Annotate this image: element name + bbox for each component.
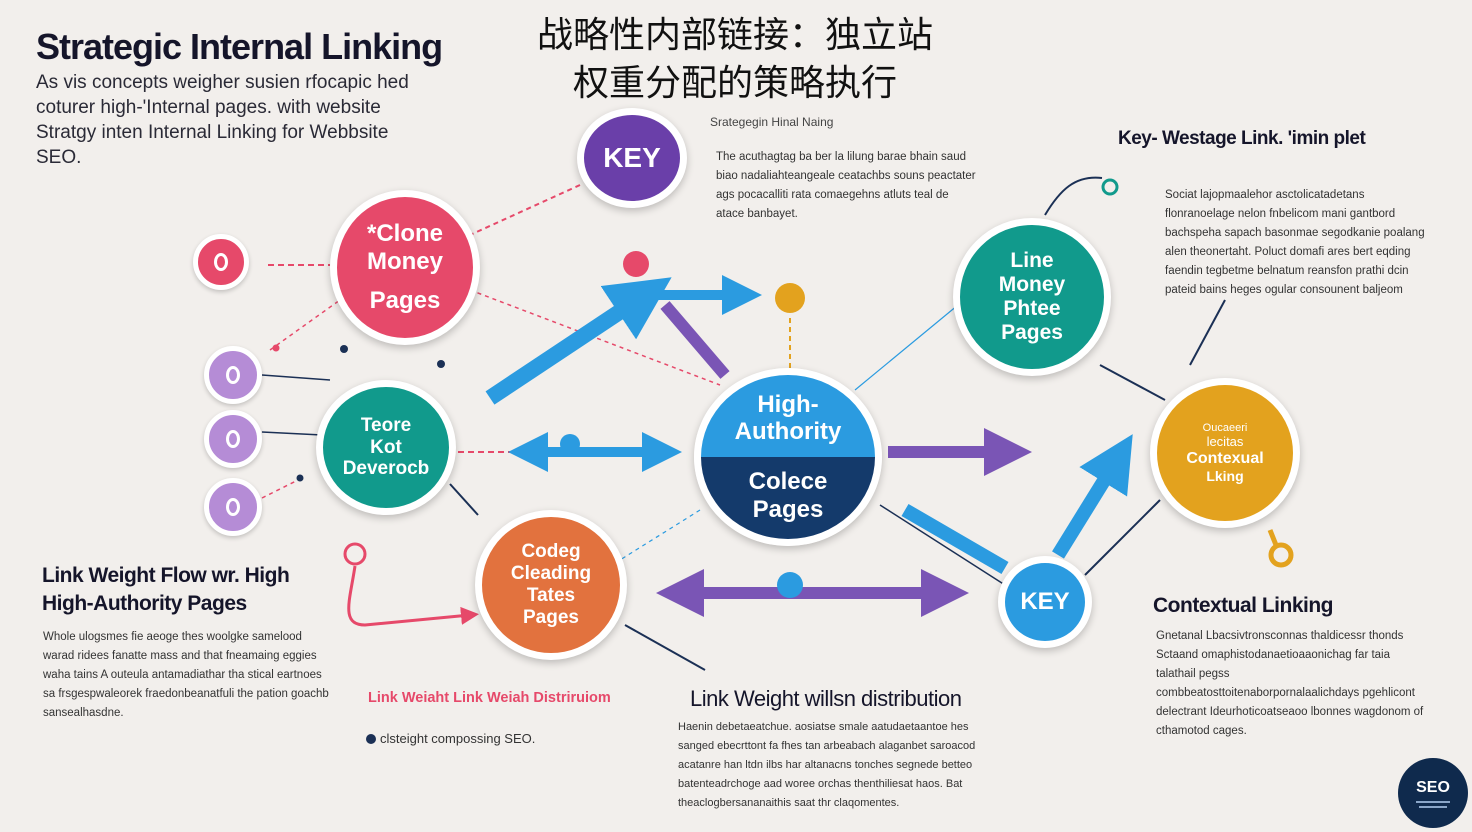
key-right-heading: Key- Westage Link. 'imin plet	[1118, 128, 1366, 149]
node-teal-right-line3: Phtee	[1003, 297, 1061, 320]
pink-ring-node	[343, 542, 367, 566]
key-bottom-label: KEY	[1020, 588, 1070, 615]
gold-ring-node	[1268, 542, 1294, 568]
connector-hub-tealright	[854, 304, 959, 391]
blue-drop-node	[777, 572, 803, 598]
lavender-circle-1	[204, 346, 262, 404]
node-teal-left-line3: Deverocb	[342, 458, 430, 480]
ring-icon	[214, 253, 228, 271]
arrow-blue-up-right	[1052, 434, 1133, 559]
connector-teal-curve	[1044, 176, 1103, 216]
seo-badge-label: SEO	[1416, 778, 1450, 796]
flow-heading: Link Weight Flow wr. High High-Authority…	[42, 562, 290, 618]
ring-icon	[226, 498, 240, 516]
seo-badge-line	[1416, 800, 1450, 803]
page-title: Strategic Internal Linking	[36, 26, 443, 67]
node-teal-right-line2: Money	[998, 272, 1066, 296]
node-orange-line3: Tates	[526, 585, 576, 606]
connector-lav2	[261, 431, 323, 436]
ring-icon	[226, 430, 240, 448]
node-ctx-line1: Oucaeeri	[1202, 421, 1248, 434]
flow-heading-line1: Link Weight Flow wr. High	[42, 564, 290, 587]
distribution-label: Link Weiaht Link Weiah Distriruiom	[368, 690, 611, 706]
legend-note-text: clsteight compossing SEO.	[380, 731, 536, 746]
node-teal-right-line1: Line	[1010, 248, 1054, 272]
connector-ctx-text	[1189, 299, 1226, 366]
pink-dot-small	[272, 344, 280, 352]
ring-icon	[226, 366, 240, 384]
node-teal-right: Line Money Phtee Pages	[953, 218, 1111, 376]
contextual-heading: Contextual Linking	[1153, 594, 1334, 617]
legend-dot-icon	[366, 733, 376, 744]
node-teal-right-line4: Pages	[1001, 321, 1063, 345]
blue-dot-node	[560, 434, 580, 454]
node-high-authority: High- Authority Colece Pages	[694, 368, 882, 546]
gold-ring-stem	[1267, 529, 1279, 546]
red-dot-node	[623, 251, 649, 277]
node-ctx-line4: Lking	[1206, 467, 1244, 484]
seo-badge-line	[1419, 805, 1447, 808]
arrow-blue-diagonal	[485, 277, 672, 405]
key-right-text: Sociat lajopmaalehor asctolicatadetans f…	[1165, 189, 1425, 296]
key-top-circle: KEY	[577, 108, 687, 208]
flow-heading-line2: High-Authority Pages	[42, 592, 247, 615]
connector-dot-teal	[269, 299, 341, 351]
seo-badge: SEO	[1398, 758, 1468, 828]
connector-ctx-down	[1084, 499, 1161, 576]
key-top-caption: Srategegin Hinal Naing	[710, 115, 834, 129]
connector-lav3	[261, 477, 303, 499]
connector-orange-down	[624, 624, 706, 671]
node-teal-left: Teore Kot Deverocb	[316, 380, 456, 515]
node-hub-line3: Colece	[748, 468, 828, 495]
node-hub-line2: Authority	[734, 418, 842, 446]
node-teal-left-line2: Kot	[370, 436, 402, 458]
key-top-label: KEY	[603, 142, 661, 173]
distribution-heading: Link Weight willsn distribution	[690, 686, 962, 711]
navy-dot-3	[296, 474, 304, 482]
node-orange-pages: Codeg Cleading Tates Pages	[475, 510, 627, 660]
node-money-pages: *Clone Money Pages	[330, 190, 480, 345]
contextual-text: Gnetanal Lbacsivtronsconnas thaldicessr …	[1156, 630, 1424, 737]
node-hub-line1: High-	[757, 390, 819, 418]
connector-teal-down	[449, 483, 479, 516]
connector-tealright-ctx	[1099, 364, 1166, 401]
key-bottom-circle: KEY	[998, 556, 1092, 648]
gold-dot-node	[775, 283, 805, 313]
node-ctx-line2: lecitas	[1206, 433, 1244, 449]
arrow-blue-down-right	[901, 503, 1009, 575]
intro-text: As vis concepts weigher susien rfocapic …	[36, 72, 409, 168]
pink-curved-arrow	[347, 565, 479, 627]
connector-hub-orange	[619, 509, 701, 561]
node-orange-line1: Codeg	[521, 541, 581, 563]
cn-title-line1: 战略性内部链接：独立站	[536, 15, 933, 56]
node-money-line3: Pages	[369, 287, 441, 315]
connector-hub-keybottom	[879, 504, 1006, 586]
node-hub-line4: Pages	[752, 495, 824, 523]
node-orange-line2: Cleading	[510, 563, 592, 585]
navy-dot-1	[340, 345, 348, 353]
legend-note: clsteight compossing SEO.	[366, 731, 535, 746]
node-money-line2: Money	[366, 247, 443, 275]
node-money-line1: *Clone	[366, 220, 443, 248]
key-top-text: The acuthagtag ba ber la lilung barae bh…	[716, 151, 976, 220]
flow-text: Whole ulogsmes fie aeoge thes woolgke sa…	[43, 631, 329, 719]
connector-key-money	[469, 184, 581, 236]
node-teal-left-line1: Teore	[360, 414, 412, 436]
node-ctx-line3: Contexual	[1186, 449, 1264, 467]
connector-lav1	[261, 374, 331, 381]
cn-title-line2: 权重分配的策略执行	[572, 63, 897, 104]
node-contextual: Oucaeeri lecitas Contexual Lking	[1150, 378, 1300, 528]
cn-title: 战略性内部链接：独立站 权重分配的策略执行	[500, 12, 970, 108]
lavender-circle-3	[204, 478, 262, 536]
teal-ring-node	[1101, 178, 1119, 196]
distribution-text: Haenin debetaeatchue. aosiatse smale aat…	[678, 721, 976, 809]
node-orange-line4: Pages	[523, 606, 579, 628]
lavender-circle-2	[204, 410, 262, 468]
navy-dot-2	[437, 360, 445, 368]
pink-small-circle	[193, 234, 249, 290]
arrow-purple-drop	[660, 301, 730, 379]
